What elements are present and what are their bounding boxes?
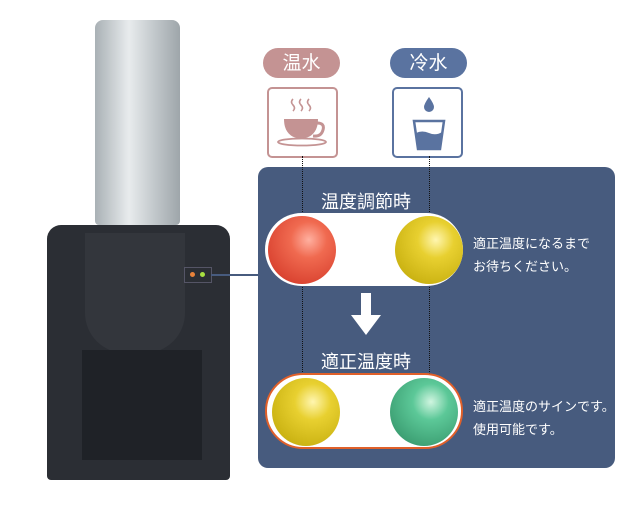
ready-title: 適正温度時	[321, 352, 411, 373]
hot-icon-box	[267, 87, 338, 158]
coffee-cup-icon	[277, 98, 327, 147]
yellow-lamp	[272, 378, 340, 446]
message-line: 適正温度のサインです。	[473, 400, 615, 415]
adjusting-message: 適正温度になるまで お待ちください。	[473, 233, 590, 279]
cold-water-label: 冷水	[390, 48, 467, 78]
indicator-lamps	[184, 267, 212, 283]
adjusting-title: 温度調節時	[321, 192, 411, 213]
hot-water-label: 温水	[263, 48, 340, 78]
connector-line	[211, 274, 261, 276]
message-line: 適正温度になるまで	[473, 237, 591, 252]
dispenser-body	[47, 225, 230, 480]
red-lamp	[268, 216, 336, 284]
water-glass-icon	[412, 97, 446, 151]
cold-icon-box	[392, 87, 463, 158]
message-line: お待ちください。	[473, 260, 578, 275]
message-line: 使用可能です。	[473, 423, 563, 438]
down-arrow-icon	[351, 293, 381, 335]
green-lamp	[390, 378, 458, 446]
ready-message: 適正温度のサインです。 使用可能です。	[473, 396, 615, 442]
yellow-lamp	[395, 216, 463, 284]
water-bottle	[95, 20, 180, 225]
